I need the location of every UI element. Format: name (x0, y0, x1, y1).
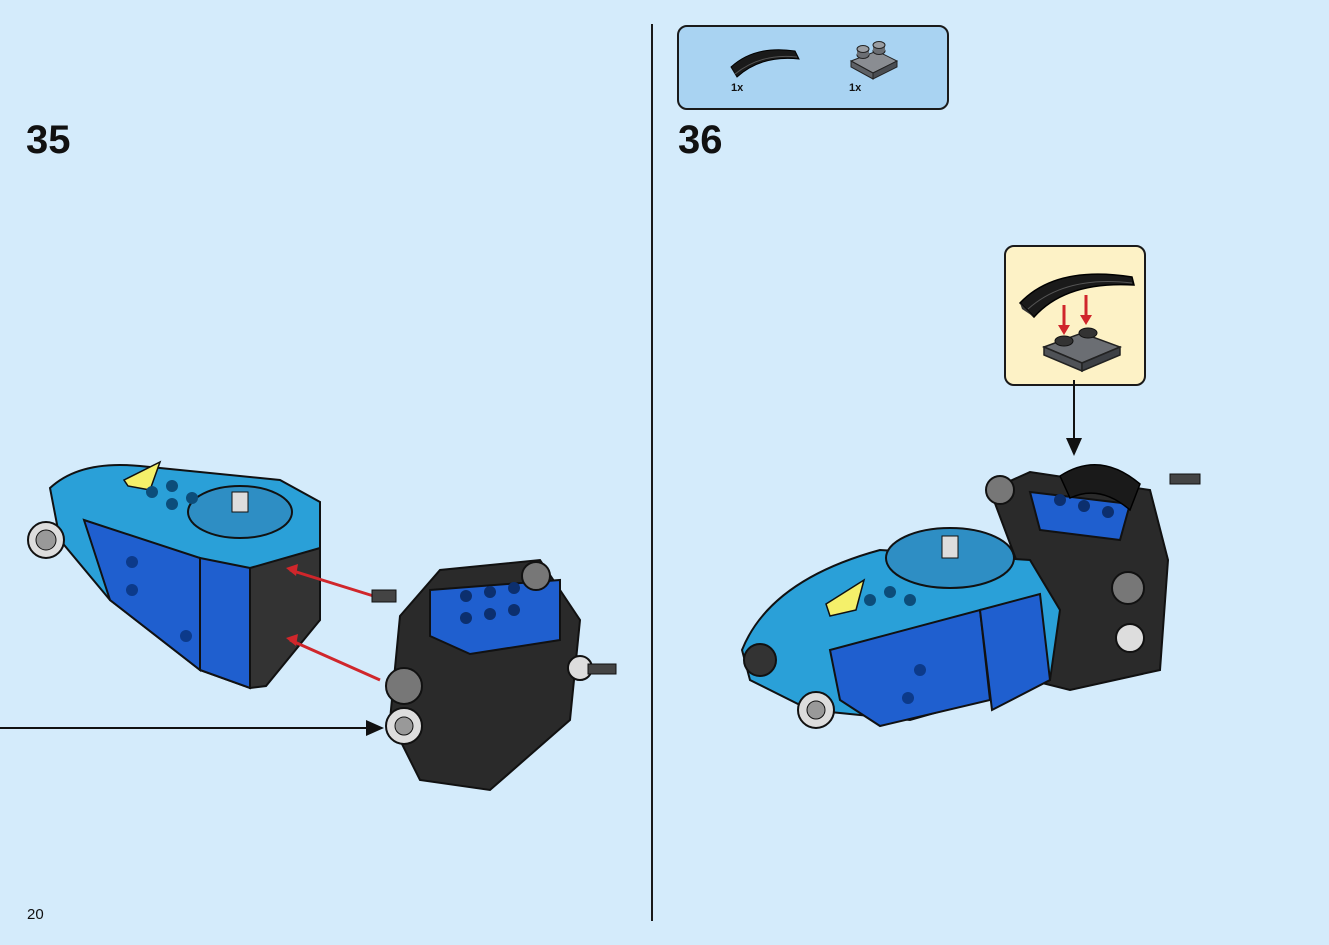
curved-slope-black-icon (730, 49, 800, 78)
plate-with-studs-grey-icon (849, 41, 899, 80)
part-qty-2: 1x (849, 82, 862, 94)
sub-assembly-callout (1004, 245, 1146, 386)
step-divider (651, 24, 653, 921)
parts-list-box: 1x 1x (677, 25, 949, 110)
sub-assembly-illustration (1018, 273, 1135, 373)
step-36-illustration (740, 380, 1201, 729)
step-number-35: 35 (26, 118, 71, 162)
part-qty-1: 1x (731, 82, 744, 94)
page-number: 20 (27, 906, 44, 923)
step-35-illustration (0, 460, 617, 792)
step-number-36: 36 (678, 118, 723, 162)
